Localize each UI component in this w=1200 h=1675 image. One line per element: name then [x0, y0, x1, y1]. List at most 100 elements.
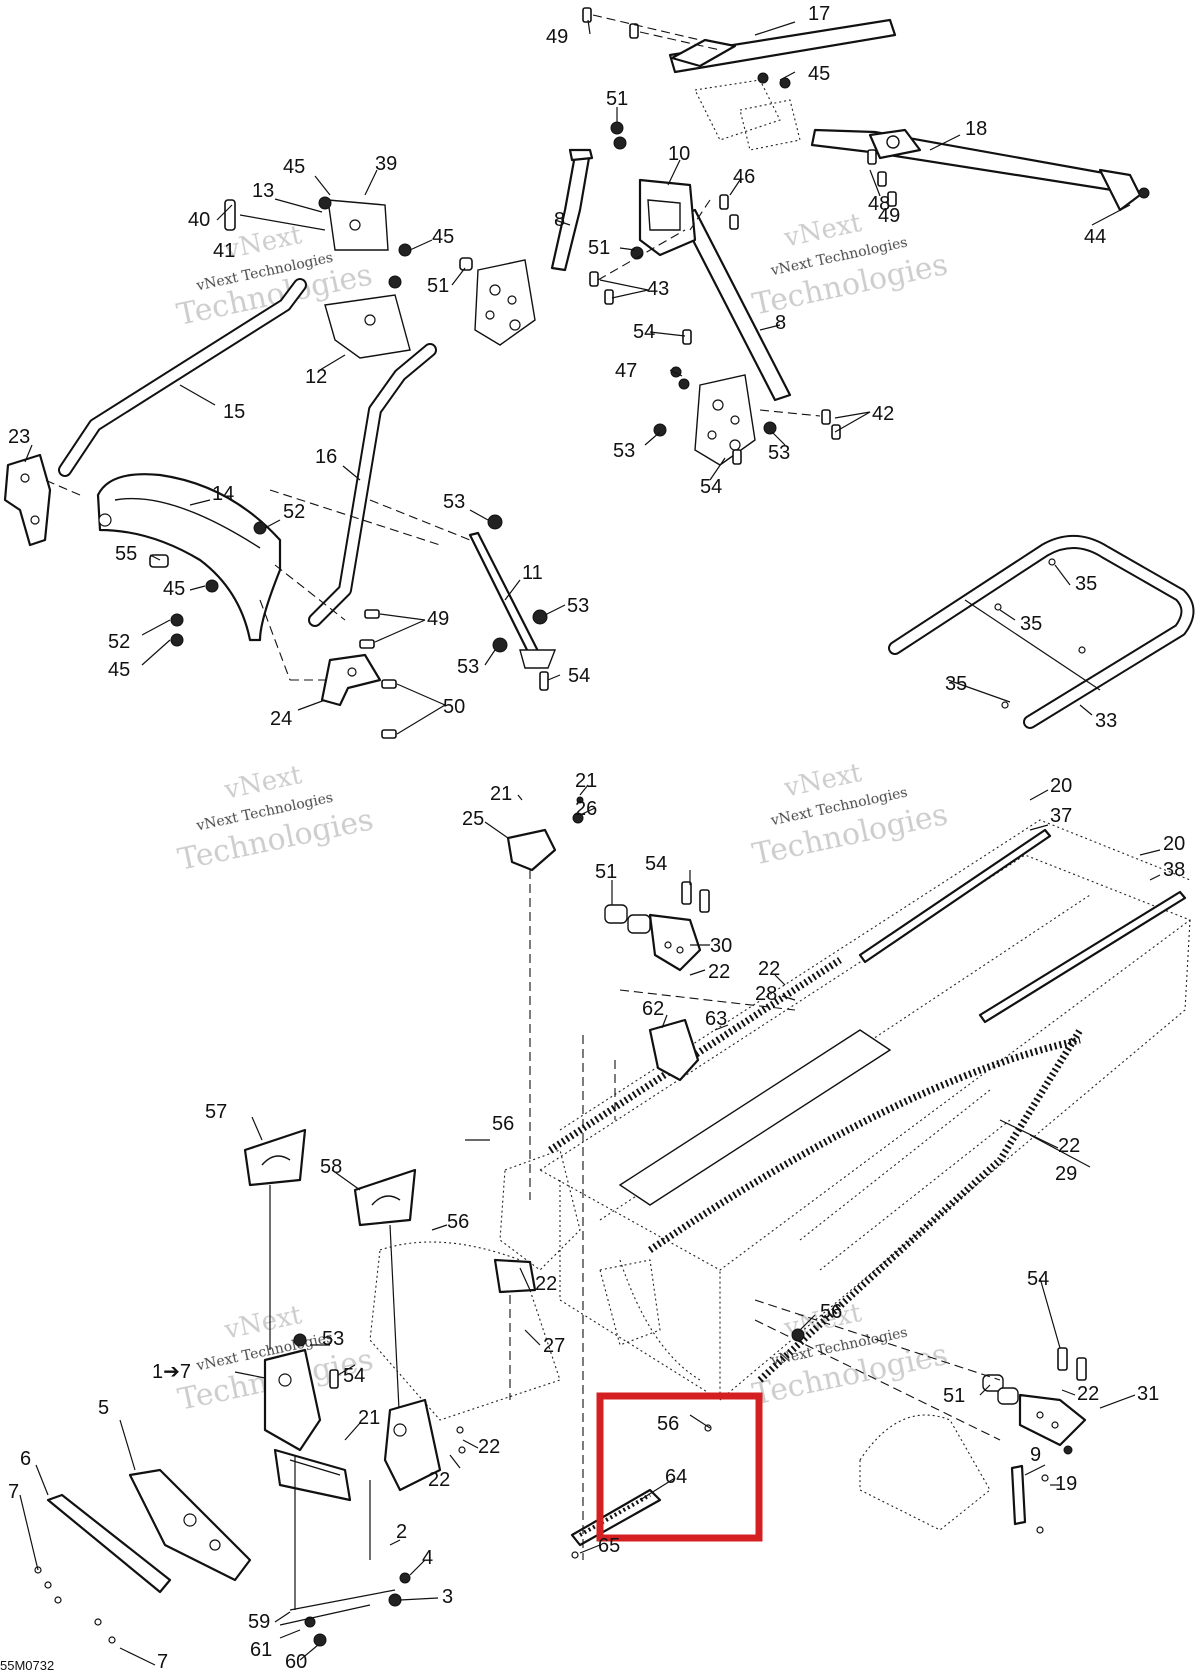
callout-label: 56 — [447, 1211, 469, 1233]
callout-label: 54 — [633, 321, 655, 343]
left-hardware — [149, 521, 380, 649]
callout-label: 21 — [490, 783, 512, 805]
callout-label: 54 — [568, 665, 590, 687]
callout-label: 45 — [432, 226, 454, 248]
callout-label: 61 — [250, 1639, 272, 1661]
callout-label: 65 — [598, 1535, 620, 1557]
callout-label: 20 — [1163, 833, 1185, 855]
callout-label: 4 — [422, 1547, 433, 1569]
callout-label: 9 — [1030, 1444, 1041, 1466]
callout-label: 22 — [1058, 1135, 1080, 1157]
front-hardware — [34, 1426, 466, 1647]
callout-label: 24 — [270, 708, 292, 730]
callout-label: 22 — [535, 1273, 557, 1295]
bracket-10 — [610, 121, 697, 260]
callout-label: 22 — [478, 1436, 500, 1458]
bolts-43-46-42 — [589, 194, 841, 440]
callout-label: 49 — [546, 26, 568, 48]
callout-label: 39 — [375, 153, 397, 175]
ski-mount-5 — [128, 1468, 252, 1582]
callout-label: 12 — [305, 366, 327, 388]
bracket-27 — [493, 1258, 537, 1400]
callout-label: 53 — [322, 1328, 344, 1350]
callout-label: 16 — [315, 446, 337, 468]
callout-label: 18 — [965, 118, 987, 140]
slider-64 — [570, 1328, 805, 1559]
watermark-6: vNext vNext Technologies Technologies — [749, 1298, 950, 1413]
engine-mount-cluster — [369, 1149, 661, 1421]
callout-label: 51 — [606, 88, 628, 110]
link-11 — [468, 514, 557, 691]
callout-label: 25 — [462, 808, 484, 830]
callout-label: 37 — [1050, 805, 1072, 827]
bracket-25 — [506, 796, 584, 1200]
callout-label: 56 — [492, 1113, 514, 1135]
bracket-23 — [3, 453, 52, 547]
misc-dash-lines — [582, 989, 1001, 1560]
callout-label: 49 — [878, 205, 900, 227]
callout-label: 59 — [248, 1611, 270, 1633]
callout-label: 51 — [588, 237, 610, 259]
callout-label: 52 — [283, 501, 305, 523]
callout-label: 64 — [665, 1466, 687, 1488]
callout-label: 31 — [1137, 1383, 1159, 1405]
callout-labels: 17 49 45 18 51 10 46 48 49 44 45 39 13 4… — [8, 3, 1185, 1673]
callout-label: 17 — [808, 3, 830, 25]
callout-label: 29 — [1055, 1163, 1077, 1185]
callout-label: 35 — [1075, 573, 1097, 595]
highlight-box — [596, 1392, 763, 1542]
callout-label: 22 — [758, 958, 780, 980]
callout-label: 53 — [443, 491, 465, 513]
callout-label: 62 — [642, 998, 664, 1020]
callout-label: 56 — [657, 1413, 679, 1435]
tunnel-frame — [538, 819, 1192, 1401]
callout-label: 48 — [868, 193, 890, 215]
bracket-24 — [320, 653, 397, 739]
callout-label: 57 — [205, 1101, 227, 1123]
callout-label: 51 — [595, 861, 617, 883]
callout-label: 54 — [1027, 1268, 1049, 1290]
upper-arm-17 — [668, 18, 897, 151]
watermark-2: vNext vNext Technologies Technologies — [749, 208, 950, 323]
callout-label: 21 — [575, 770, 597, 792]
rail-37 — [858, 828, 1052, 964]
callout-label: 45 — [163, 578, 185, 600]
callout-label: 7 — [157, 1651, 168, 1673]
rear-panel-9 — [859, 1414, 1049, 1534]
callout-label: 53 — [613, 440, 635, 462]
callout-label: 5 — [98, 1397, 109, 1419]
watermark-group: vNext vNext Technologies Technologies vN… — [174, 208, 951, 1418]
leader-lines — [19, 19, 1161, 1666]
bracket-13-12 — [224, 196, 412, 359]
callout-label: 22 — [708, 961, 730, 983]
callout-label: 45 — [108, 659, 130, 681]
callout-label: 44 — [1084, 226, 1106, 248]
callout-label: 21 — [358, 1407, 380, 1429]
callout-label: 60 — [285, 1651, 307, 1673]
callout-label: 6 — [20, 1448, 31, 1470]
callout-label: 14 — [212, 483, 234, 505]
callout-label: 27 — [543, 1335, 565, 1357]
callout-label: 54 — [645, 853, 667, 875]
bracket-62 — [614, 1018, 700, 1120]
cradle-57 — [243, 1128, 307, 1350]
callout-label: 46 — [733, 166, 755, 188]
callout-label: 53 — [768, 442, 790, 464]
cradle-58 — [353, 1168, 417, 1431]
callout-label: 58 — [320, 1156, 342, 1178]
upper-frame-15 — [58, 278, 307, 477]
callout-label: 3 — [442, 1586, 453, 1608]
callout-label: 54 — [343, 1365, 365, 1387]
callout-label: 35 — [945, 673, 967, 695]
callout-label: 49 — [427, 608, 449, 630]
callout-label: 22 — [1077, 1383, 1099, 1405]
callout-label: 53 — [567, 595, 589, 617]
crossmember-14 — [96, 473, 282, 642]
callout-label: 52 — [108, 631, 130, 653]
callout-label: 10 — [668, 143, 690, 165]
callout-label: 40 — [188, 209, 210, 231]
watermark-4: vNext vNext Technologies Technologies — [749, 758, 950, 873]
callout-label: 43 — [647, 278, 669, 300]
callout-label: 55 — [115, 543, 137, 565]
callout-label: 51 — [943, 1385, 965, 1407]
